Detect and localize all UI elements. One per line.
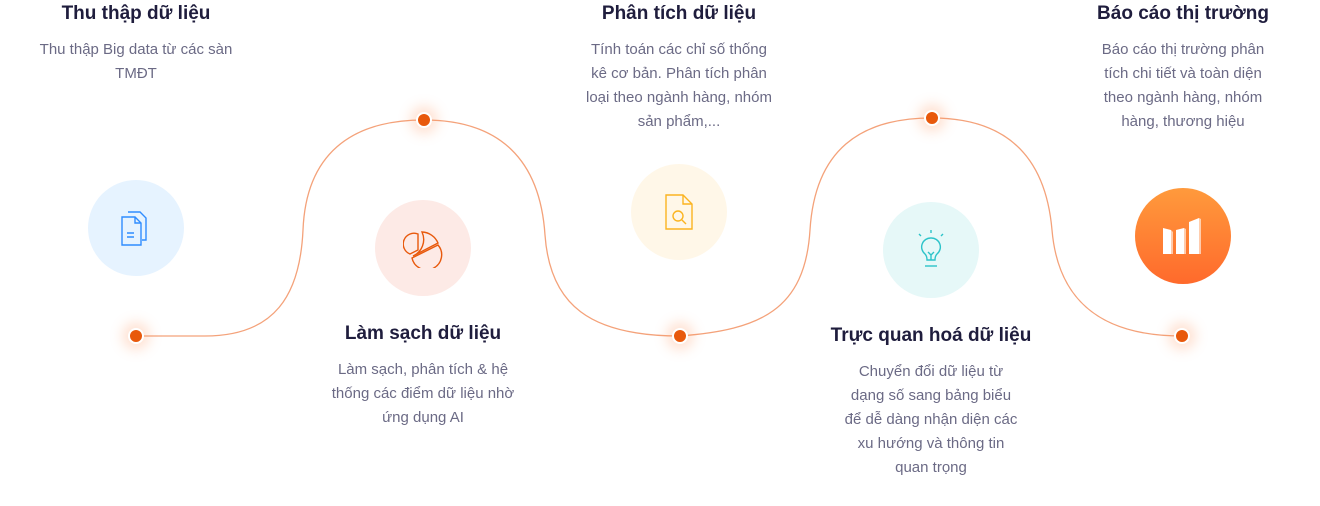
step-title: Báo cáo thị trường xyxy=(1097,3,1269,24)
step-analyze: Phân tích dữ liệu Tính toán các chỉ số t… xyxy=(549,0,809,134)
step-description: Chuyển đổi dữ liệu từ dạng số sang bảng … xyxy=(844,363,1018,476)
step-report: Báo cáo thị trường Báo cáo thị trường ph… xyxy=(1053,0,1313,134)
timeline-dot-4 xyxy=(924,110,940,126)
step-description: Làm sạch, phân tích & hệ thống các điểm … xyxy=(331,361,515,426)
step-description: Tính toán các chỉ số thống kê cơ bản. Ph… xyxy=(586,41,772,130)
timeline-dot-5 xyxy=(1174,328,1190,344)
step-title: Trực quan hoá dữ liệu xyxy=(830,325,1032,346)
timeline-dot-1 xyxy=(128,328,144,344)
step-title: Làm sạch dữ liệu xyxy=(344,323,502,344)
step-description: Báo cáo thị trường phân tích chi tiết và… xyxy=(1101,41,1265,130)
step-clean: Làm sạch dữ liệu Làm sạch, phân tích & h… xyxy=(293,320,553,430)
pie-chart-icon xyxy=(375,200,471,296)
bar-chart-icon xyxy=(1135,188,1231,284)
step-visualize: Trực quan hoá dữ liệu Chuyển đổi dữ liệu… xyxy=(801,322,1061,480)
step-title: Thu thập dữ liệu xyxy=(61,3,211,24)
lightbulb-icon xyxy=(883,202,979,298)
step-title: Phân tích dữ liệu xyxy=(601,3,757,24)
timeline-dot-2 xyxy=(416,112,432,128)
documents-icon xyxy=(88,180,184,276)
timeline-dot-3 xyxy=(672,328,688,344)
file-search-icon xyxy=(631,164,727,260)
step-description: Thu thập Big data từ các sàn TMĐT xyxy=(39,41,233,82)
step-collect: Thu thập dữ liệu Thu thập Big data từ cá… xyxy=(6,0,266,86)
